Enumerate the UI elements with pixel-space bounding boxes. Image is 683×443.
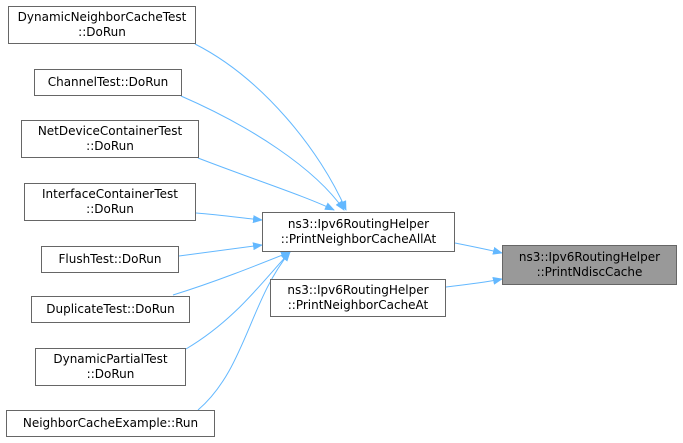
edge-interface-container-test-to-print-neighbor-cache-all-at: [195, 212, 263, 224]
node-label-line1: DynamicPartialTest: [53, 352, 168, 366]
edge-dynamic-partial-test-to-print-neighbor-cache-all-at: [185, 251, 291, 350]
node-dynamic-partial-test[interactable]: DynamicPartialTest ::DoRun: [35, 348, 186, 386]
node-label-line1: ns3::Ipv6RoutingHelper: [518, 250, 661, 264]
node-print-neighbor-cache-at[interactable]: ns3::Ipv6RoutingHelper ::PrintNeighborCa…: [270, 279, 446, 317]
node-label-line1: InterfaceContainerTest: [42, 187, 178, 201]
edge-dynamic-neighbor-cache-test-to-print-neighbor-cache-all-at: [194, 43, 347, 211]
node-label-line1: DuplicateTest::DoRun: [46, 302, 175, 316]
node-flush-test[interactable]: FlushTest::DoRun: [41, 246, 179, 273]
node-interface-container-test[interactable]: InterfaceContainerTest ::DoRun: [24, 183, 196, 221]
node-label-line2: ::PrintNeighborCacheAllAt: [280, 232, 437, 246]
node-label-line1: ChannelTest::DoRun: [47, 75, 169, 89]
node-channel-test[interactable]: ChannelTest::DoRun: [34, 69, 182, 96]
node-label-line2: ::PrintNdiscCache: [536, 265, 643, 279]
node-net-device-container-test[interactable]: NetDeviceContainerTest ::DoRun: [21, 120, 199, 158]
node-label-line2: ::DoRun: [78, 25, 126, 39]
edge-print-neighbor-cache-at-to-print-ndisc-cache: [445, 276, 503, 288]
node-dynamic-neighbor-cache-test[interactable]: DynamicNeighborCacheTest ::DoRun: [8, 6, 196, 44]
node-label-line1: DynamicNeighborCacheTest: [17, 10, 187, 24]
node-duplicate-test[interactable]: DuplicateTest::DoRun: [31, 296, 190, 323]
edge-neighbor-cache-example-to-print-neighbor-cache-all-at: [197, 251, 291, 411]
edge-net-device-container-test-to-print-neighbor-cache-all-at: [197, 157, 335, 211]
node-neighbor-cache-example[interactable]: NeighborCacheExample::Run: [6, 410, 215, 437]
node-label-line2: ::DoRun: [86, 139, 134, 153]
node-label-line1: NetDeviceContainerTest: [37, 124, 183, 138]
node-label-line2: ::PrintNeighborCacheAt: [287, 298, 429, 312]
node-label-line2: ::DoRun: [86, 367, 135, 381]
edge-print-neighbor-cache-all-at-to-print-ndisc-cache: [454, 242, 503, 255]
node-label-line1: ns3::Ipv6RoutingHelper: [287, 283, 429, 297]
edge-channel-test-to-print-neighbor-cache-all-at: [180, 95, 345, 211]
node-label-line1: ns3::Ipv6RoutingHelper: [287, 217, 430, 231]
node-label-line1: FlushTest::DoRun: [58, 252, 162, 266]
edge-duplicate-test-to-print-neighbor-cache-all-at: [172, 251, 291, 296]
node-label-line1: NeighborCacheExample::Run: [22, 416, 199, 430]
node-label-line2: ::DoRun: [86, 202, 134, 216]
node-print-neighbor-cache-all-at[interactable]: ns3::Ipv6RoutingHelper ::PrintNeighborCa…: [262, 212, 455, 252]
edge-flush-test-to-print-neighbor-cache-all-at: [178, 242, 263, 257]
node-print-ndisc-cache[interactable]: ns3::Ipv6RoutingHelper ::PrintNdiscCache: [502, 245, 677, 285]
